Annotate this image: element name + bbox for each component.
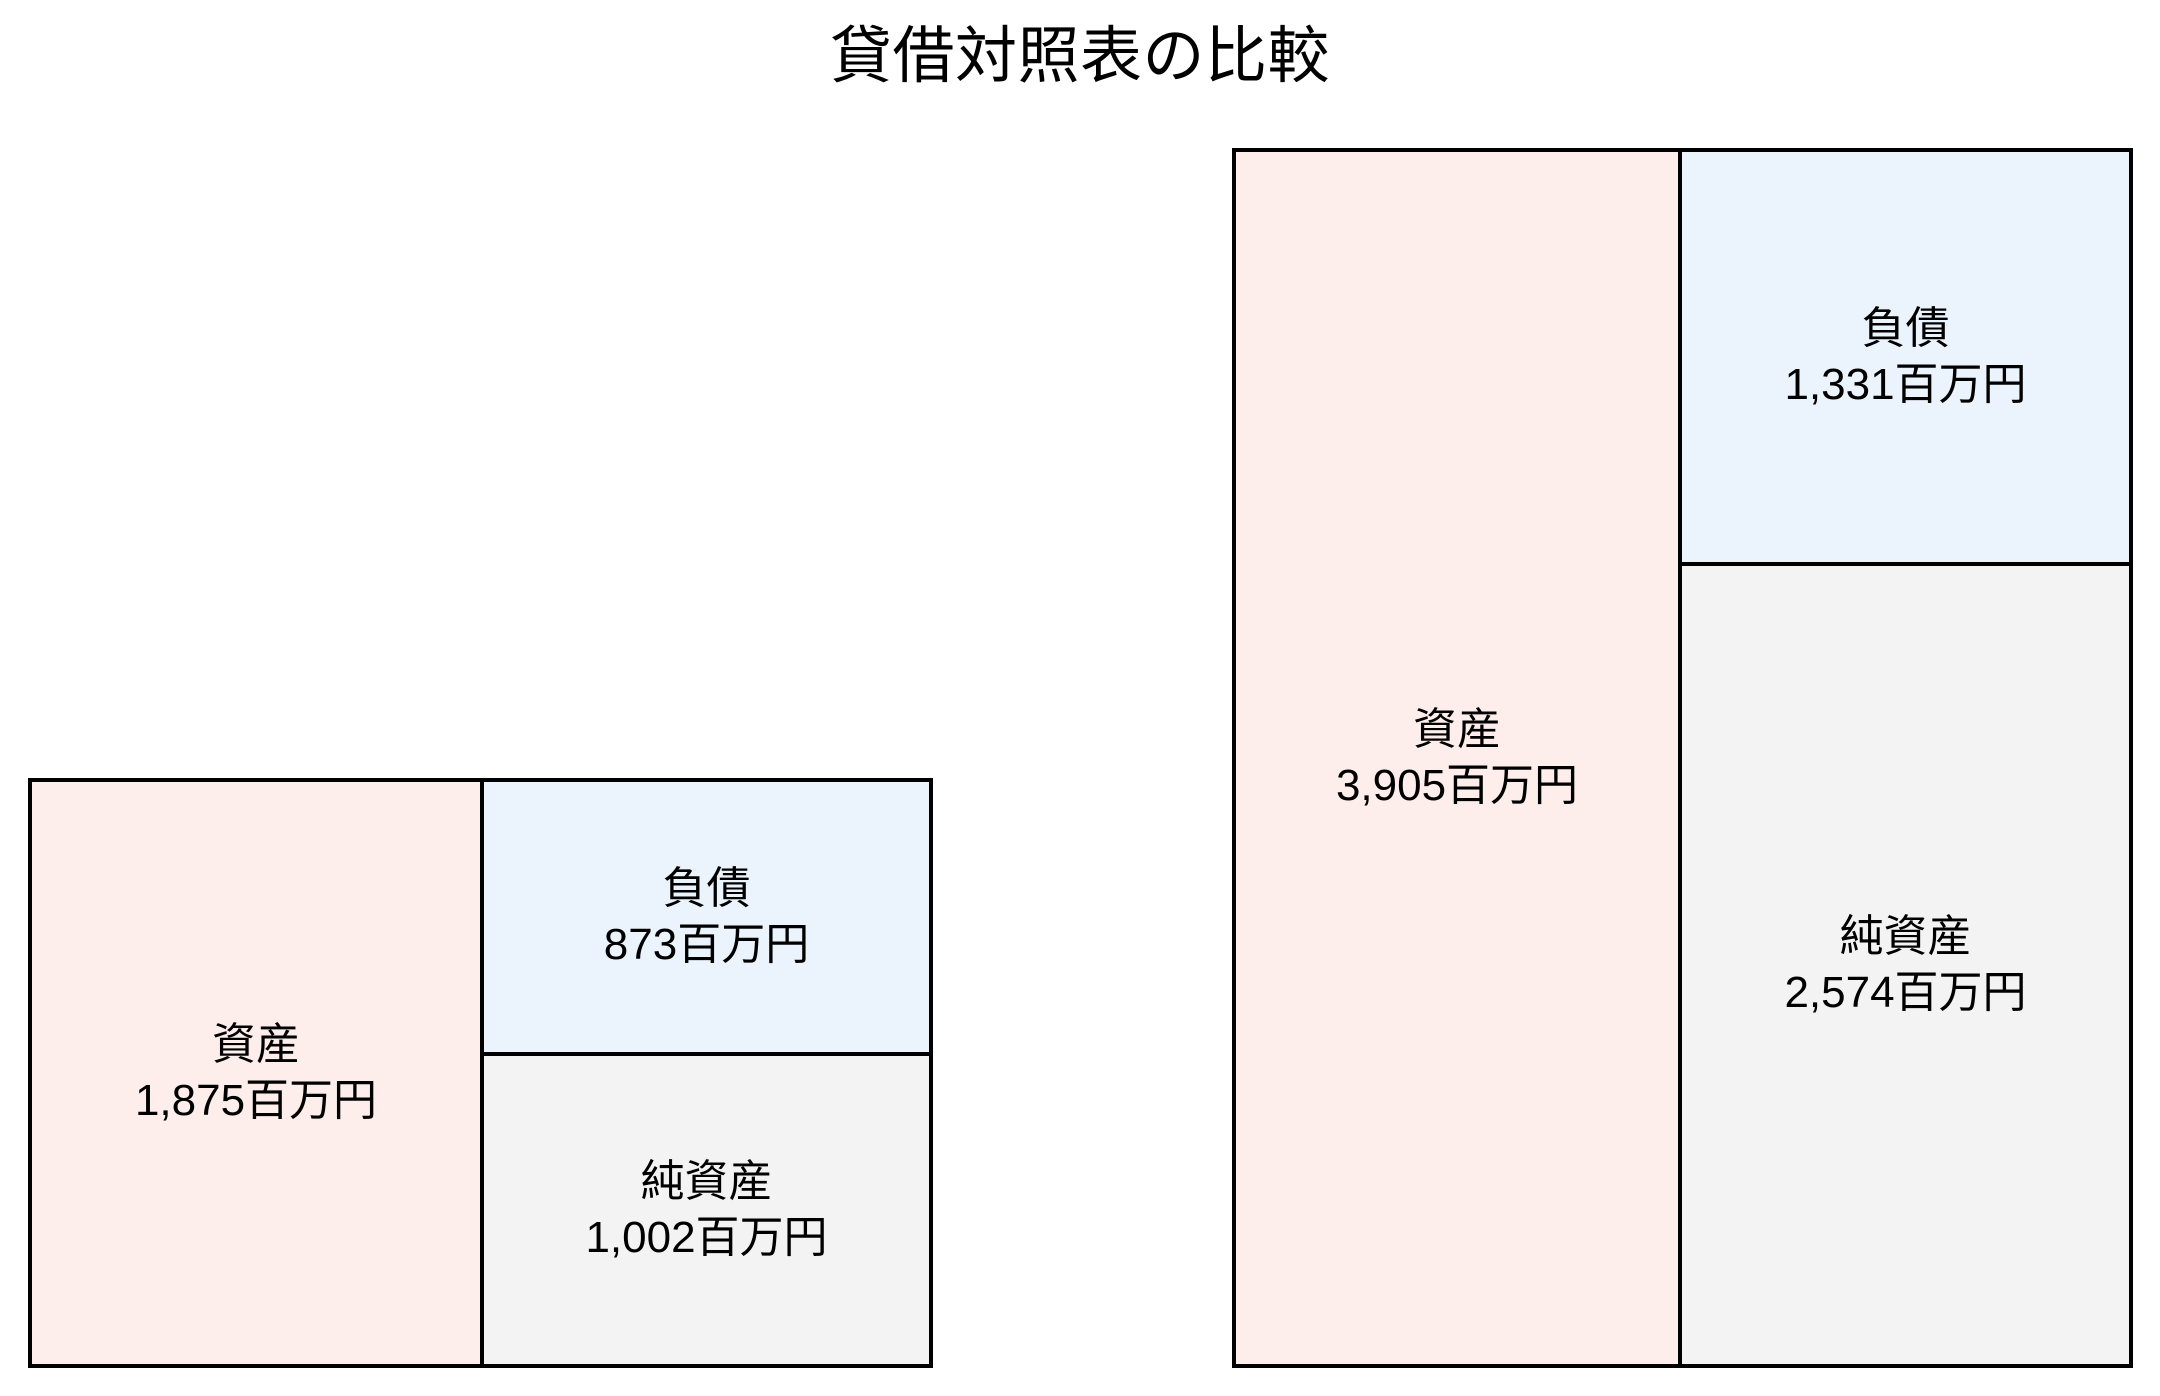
left-liability-value: 873百万円 [603, 920, 810, 969]
right-asset-label: 資産 [1412, 705, 1501, 755]
right-liability-value: 1,331百万円 [1784, 360, 2027, 409]
left-net-asset-text: 純資産 1,002百万円 [581, 1154, 831, 1266]
right-net-asset-label: 純資産 [1839, 912, 1972, 962]
left-asset-label: 資産 [211, 1020, 300, 1070]
right-liability-text: 負債 1,331百万円 [1780, 301, 2030, 413]
right-net-asset-value: 2,574百万円 [1784, 968, 2027, 1017]
left-asset-value: 1,875百万円 [134, 1076, 378, 1125]
left-net-asset-label: 純資産 [640, 1157, 773, 1207]
left-net-asset-block: 純資産 1,002百万円 [480, 1052, 933, 1368]
right-net-asset-block: 純資産 2,574百万円 [1678, 562, 2133, 1368]
right-asset-value: 3,905百万円 [1335, 761, 1579, 810]
left-net-asset-value: 1,002百万円 [585, 1213, 828, 1262]
right-liability-block: 負債 1,331百万円 [1678, 148, 2133, 566]
left-liability-label: 負債 [662, 864, 751, 914]
left-asset-block: 資産 1,875百万円 [28, 778, 484, 1368]
right-liability-label: 負債 [1861, 304, 1950, 354]
left-asset-text: 資産 1,875百万円 [131, 1017, 381, 1129]
balance-sheet-right: 資産 3,905百万円 負債 1,331百万円 純資産 2,574百万円 [1232, 148, 2133, 1368]
left-liability-block: 負債 873百万円 [480, 778, 933, 1056]
page-title: 貸借対照表の比較 [829, 22, 1330, 91]
balance-sheet-left: 資産 1,875百万円 負債 873百万円 純資産 1,002百万円 [28, 778, 933, 1368]
right-asset-text: 資産 3,905百万円 [1332, 702, 1582, 814]
right-asset-block: 資産 3,905百万円 [1232, 148, 1682, 1368]
right-net-asset-text: 純資産 2,574百万円 [1780, 909, 2030, 1021]
left-liability-text: 負債 873百万円 [600, 861, 813, 973]
